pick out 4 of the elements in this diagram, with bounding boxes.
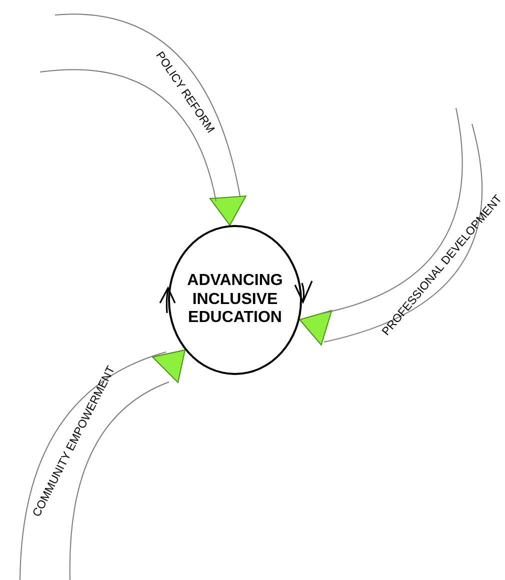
arrow — [299, 310, 332, 346]
arrow — [152, 349, 186, 383]
arrow — [210, 196, 246, 226]
center-title: ADVANCING INCLUSIVE EDUCATION — [186, 272, 284, 328]
